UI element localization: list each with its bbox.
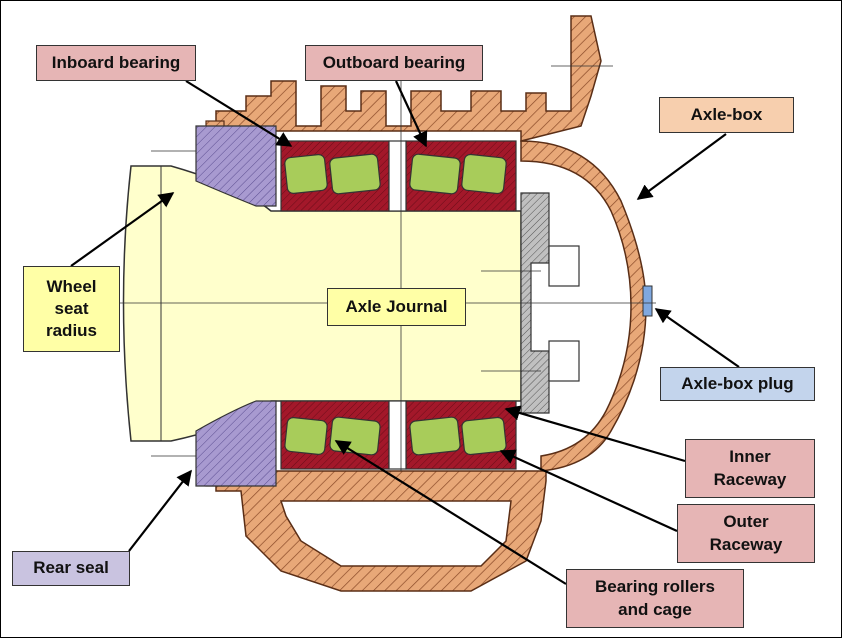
arrow-outboard-bearing [395, 80, 428, 148]
arrow-axle-box [636, 133, 727, 200]
axle-box-plug [642, 285, 653, 317]
rear-seal [195, 125, 277, 487]
label-bearing-rollers-cage: Bearing rollers and cage [566, 569, 744, 628]
bearing-spacer-top [388, 140, 407, 212]
label-axle-box: Axle-box [659, 97, 794, 133]
bearing-spacer-bottom [388, 400, 407, 470]
arrow-outer-raceway [499, 449, 678, 533]
outboard-bearing-bottom [405, 400, 517, 470]
label-inner-raceway: Inner Raceway [685, 439, 815, 498]
label-axle-box-plug: Axle-box plug [660, 367, 815, 401]
arrow-inboard-bearing [185, 80, 293, 147]
inboard-bearing-bottom [280, 400, 390, 470]
label-outboard-bearing: Outboard bearing [305, 45, 483, 81]
inboard-bearing-top [280, 140, 390, 212]
arrow-wheel-seat-radius [70, 192, 175, 267]
leader-arrows [70, 80, 740, 585]
label-wheel-seat-radius: Wheel seat radius [23, 266, 120, 352]
label-axle-journal: Axle Journal [327, 288, 466, 326]
label-inboard-bearing: Inboard bearing [36, 45, 196, 81]
arrow-axle-box-plug [654, 308, 740, 368]
arrow-rear-seal [128, 469, 192, 552]
end-cap [520, 192, 580, 414]
outboard-bearing-top [405, 140, 517, 212]
arrow-bearing-rollers [334, 440, 567, 585]
arrow-inner-raceway [504, 405, 686, 463]
label-rear-seal: Rear seal [12, 551, 130, 586]
label-outer-raceway: Outer Raceway [677, 504, 815, 563]
